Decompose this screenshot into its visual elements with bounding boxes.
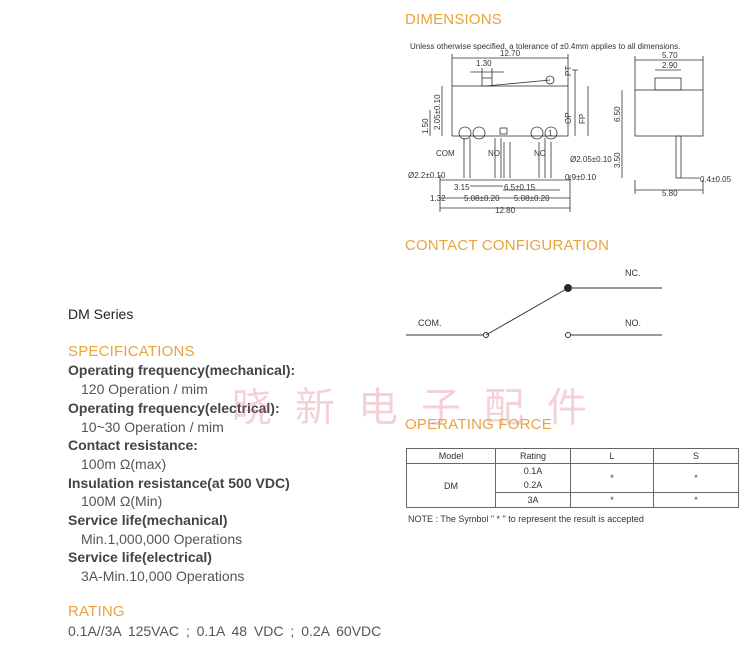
header-rating: Rating: [495, 448, 571, 464]
dim-pin-width: 0.9±0.10: [565, 173, 597, 182]
spec-value: 3A-Min.10,000 Operations: [81, 568, 245, 584]
dim-hole-left: Ø2.2±0.10: [408, 171, 446, 180]
dimension-drawing: 12.70 1.30 PT OP FP 2.05±0.10 1.50 COM N…: [408, 50, 732, 215]
spec-label-text: Operating frequency(mechanical):: [68, 362, 296, 378]
table-row: 3A * *: [407, 492, 739, 508]
rating-text: 0.1A//3A 125VAC ; 0.1A 48 VDC ; 0.2A 60V…: [68, 623, 382, 639]
dim-side-width-bottom: 5.80: [662, 189, 678, 198]
cell-l: *: [570, 463, 654, 493]
dim-fp: FP: [578, 114, 587, 124]
spec-label-text: Operating frequency(electrical):: [68, 400, 280, 416]
cell-s: *: [653, 492, 739, 508]
dim-side-width-top: 5.70: [662, 51, 678, 60]
contact-configuration-heading: CONTACT CONFIGURATION: [405, 237, 610, 254]
cell-rating: 0.1A: [495, 463, 571, 478]
dim-side-plunger: 2.90: [662, 61, 678, 70]
dim-132: 1.32: [430, 194, 446, 203]
operating-force-table: Model Rating L S DM 0.1A * * 0.2A 3A * *: [406, 448, 739, 508]
spec-label-text: Service life(electrical): [68, 549, 212, 565]
dim-op: OP: [564, 112, 573, 124]
spec-label-text: Contact resistance:: [68, 437, 198, 453]
watermark: 晓新电子配件: [232, 385, 610, 431]
spec-value: 120 Operation / mim: [81, 381, 208, 397]
no-label: NO.: [625, 318, 641, 328]
series-title: DM Series: [68, 306, 134, 322]
cell-s: *: [653, 463, 739, 493]
spec-label: Service life(electrical): [68, 549, 212, 565]
spec-label-text: Service life(mechanical): [68, 512, 228, 528]
side-body-outline: [634, 89, 704, 137]
dimensions-note: Unless otherwise specified, a tolerance …: [410, 42, 681, 51]
spec-value: 100m Ω(max): [81, 456, 167, 472]
dim-side-body-height: 6.50: [613, 106, 622, 122]
dim-lever-offset: 1.30: [476, 59, 492, 68]
spec-label: Insulation resistance(at 500 VDC): [68, 475, 290, 491]
dim-com: COM: [436, 149, 455, 158]
cell-l: *: [570, 492, 654, 508]
cell-rating: 0.2A: [495, 478, 571, 493]
contact-diagram: NC. COM. NO.: [406, 268, 662, 338]
plunger: [481, 77, 493, 87]
com-label: COM.: [418, 318, 442, 328]
header-model: Model: [406, 448, 496, 464]
dim-508a: 5.08±0.20: [464, 194, 500, 203]
dim-total-width-bottom: 12.80: [495, 206, 516, 215]
nc-label: NC.: [625, 268, 641, 278]
cell-model: DM: [406, 463, 496, 508]
header-s: S: [653, 448, 739, 464]
dim-no: NO: [488, 149, 500, 158]
dim-nc: NC: [534, 149, 546, 158]
header-l: L: [570, 448, 654, 464]
switch-arm: [485, 287, 569, 336]
no-node: [565, 332, 571, 338]
dim-pt: PT: [564, 66, 573, 76]
dim-height-left: 2.05±0.10: [433, 94, 442, 130]
dim-hole-right: Ø2.05±0.10: [570, 155, 612, 164]
specifications-heading: SPECIFICATIONS: [68, 343, 195, 360]
front-body-outline: [451, 85, 569, 137]
lever: [485, 79, 551, 87]
dim-65: 6.5±0.15: [504, 183, 536, 192]
spec-label-text: Insulation resistance(at 500 VDC): [68, 475, 290, 491]
spec-label: Service life(mechanical): [68, 512, 228, 528]
dim-circle-num: 1: [548, 129, 553, 138]
rating-heading: RATING: [68, 603, 125, 620]
spec-label: Contact resistance:: [68, 437, 198, 453]
dim-side-pin-thickness: 0.4±0.05: [700, 175, 732, 184]
cell-rating: 3A: [495, 492, 571, 508]
spec-label: Operating frequency(electrical):: [68, 400, 280, 416]
spec-label: Operating frequency(mechanical):: [68, 362, 295, 378]
operating-force-note: NOTE : The Symbol " * " to represent the…: [408, 514, 644, 524]
dim-total-width-top: 12.70: [500, 50, 521, 58]
dim-508b: 5.08±0.20: [514, 194, 550, 203]
dim-left-side: 1.50: [421, 118, 430, 134]
dimensions-heading: DIMENSIONS: [405, 11, 503, 28]
operating-force-heading: OPERATING FORCE: [405, 416, 552, 433]
table-row: DM 0.1A * *: [406, 463, 739, 508]
table-header-row: Model Rating L S: [406, 448, 739, 464]
spec-value: 10~30 Operation / mim: [81, 419, 224, 435]
dim-315: 3.15: [454, 183, 470, 192]
dim-side-pin-height: 3.50: [613, 152, 622, 168]
spec-value: 100M Ω(Min): [81, 493, 163, 509]
spec-value: Min.1,000,000 Operations: [81, 531, 243, 547]
